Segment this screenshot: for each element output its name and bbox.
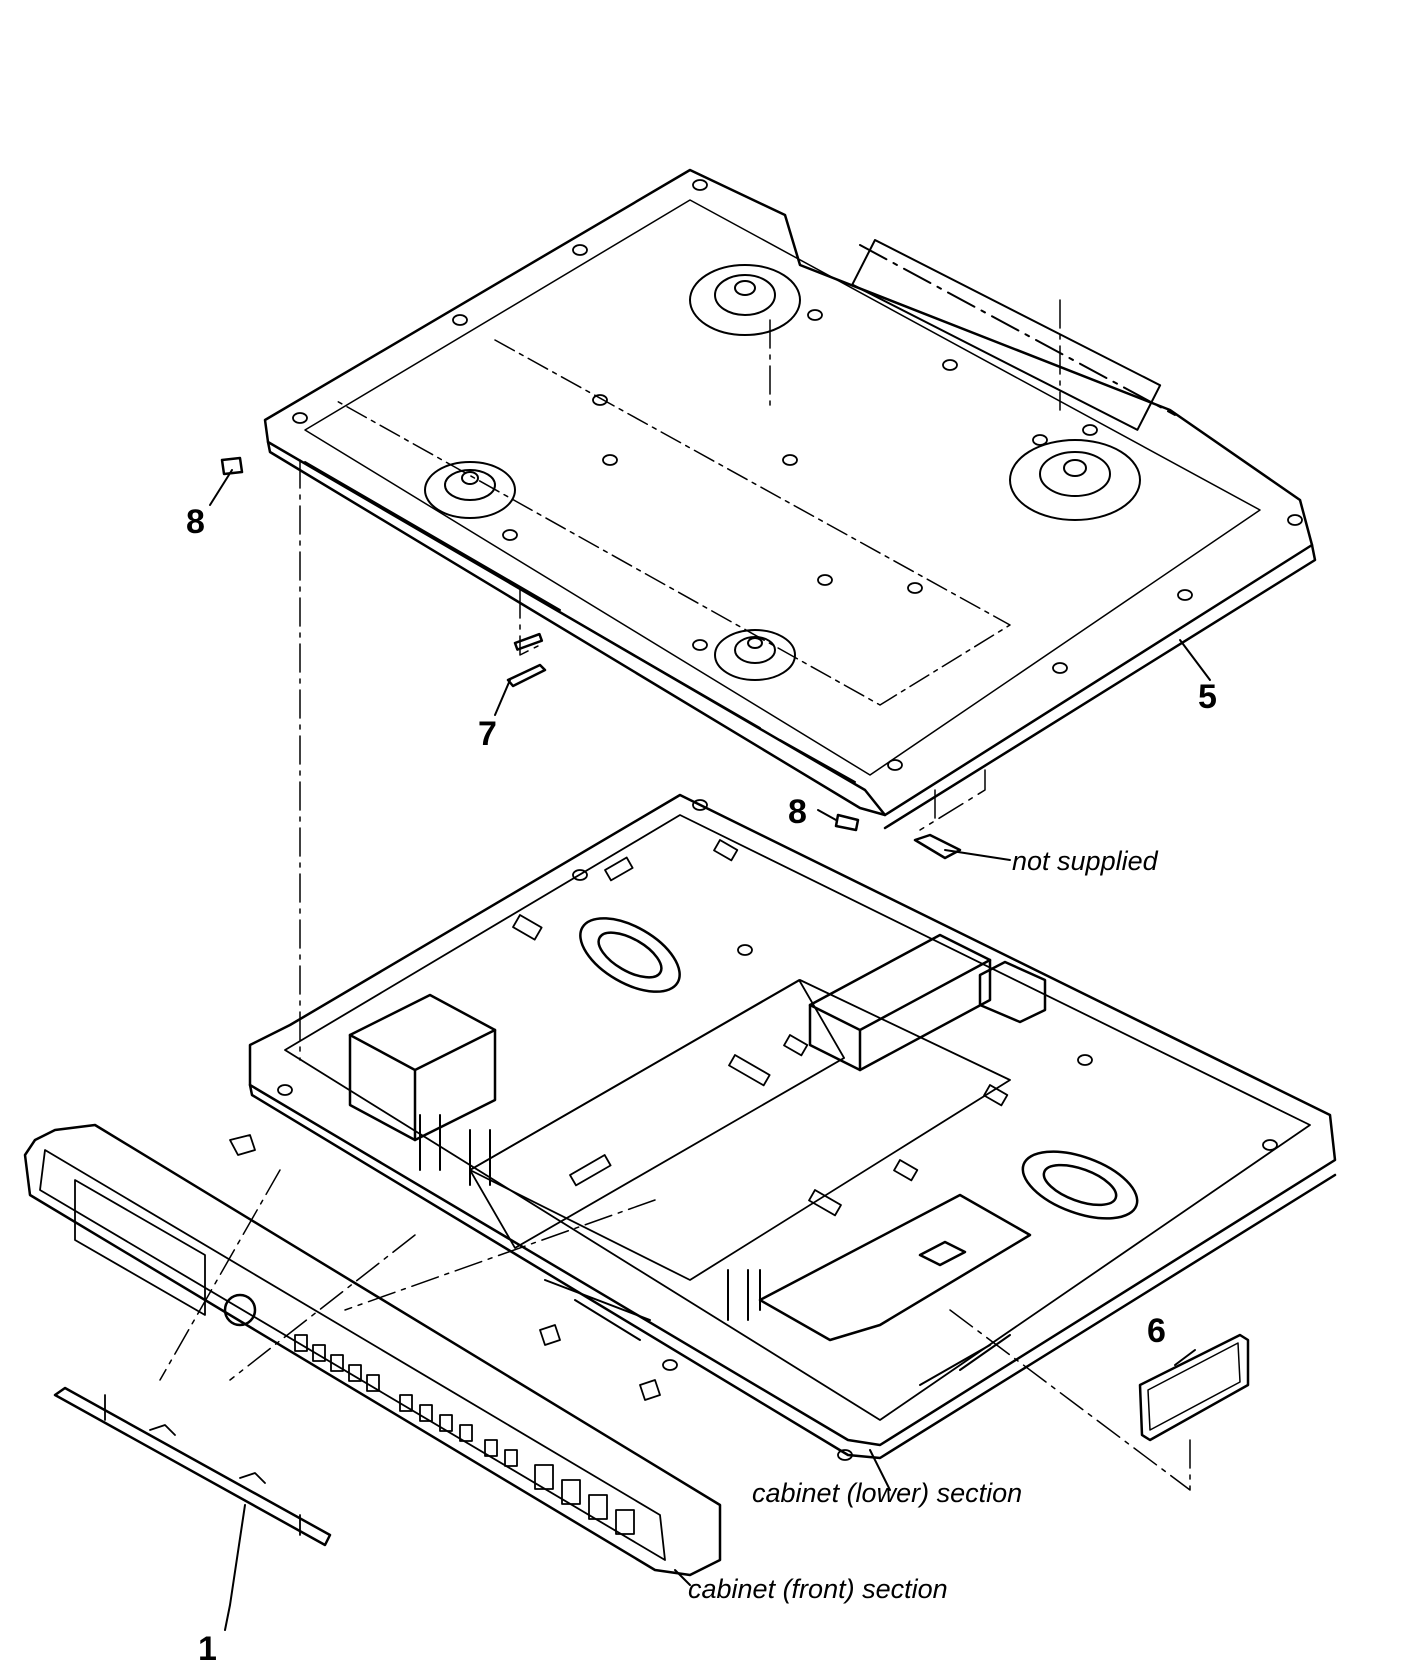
clip-part-8-mid (834, 813, 860, 832)
cabinet-lower-section (248, 793, 1337, 1461)
leader-lines (209, 469, 1211, 1631)
alignment-lines (159, 299, 1191, 1491)
part-number-8-left: 8 (186, 503, 205, 541)
panel-part-6 (1138, 1333, 1250, 1442)
part-number-5: 5 (1198, 678, 1217, 716)
clip-part-8-left (220, 456, 244, 476)
part-number-6: 6 (1147, 1312, 1166, 1350)
caption-cabinet-lower: cabinet (lower) section (752, 1478, 1023, 1508)
not-supplied-tab (913, 833, 962, 860)
part-number-8-mid: 8 (788, 793, 807, 831)
caption-not-supplied: not supplied (1012, 846, 1158, 876)
top-cover-part-5 (263, 168, 1317, 830)
part-number-1: 1 (198, 1630, 217, 1668)
part-number-7: 7 (478, 715, 497, 753)
cabinet-front-section (23, 1123, 722, 1577)
bracket-part-1 (53, 1386, 332, 1547)
caption-cabinet-front: cabinet (front) section (688, 1574, 948, 1604)
clip-part-7 (506, 663, 547, 688)
